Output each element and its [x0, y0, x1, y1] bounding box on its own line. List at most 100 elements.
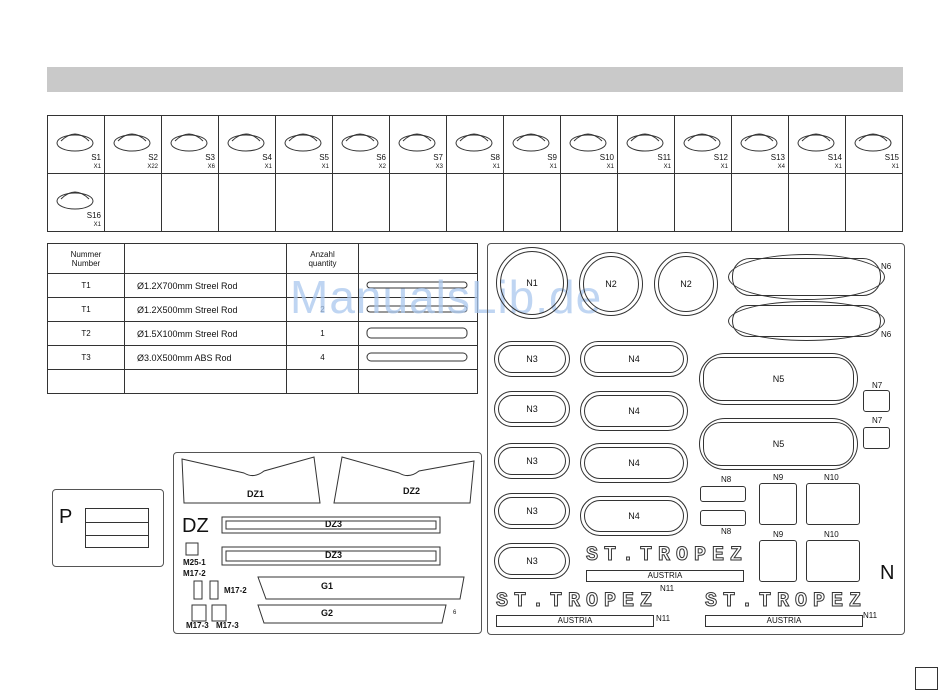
- rod-drawing: [358, 321, 478, 346]
- fitting-drawing: [512, 133, 550, 152]
- fitting-code: S12: [713, 153, 728, 162]
- fitting-code: S4: [262, 153, 272, 162]
- fitting-code: S2: [148, 153, 158, 162]
- part-n3: N3: [494, 391, 570, 427]
- part-n3: N3: [494, 543, 570, 579]
- fitting-code: S10: [599, 153, 614, 162]
- rod-row-empty: [47, 369, 478, 394]
- fitting-cell-empty: [161, 173, 219, 232]
- part-m17-3: M17-3: [186, 621, 209, 630]
- fitting-drawing: [797, 133, 835, 152]
- sheet-dz-letter: DZ: [182, 515, 209, 537]
- part-n1: N1: [496, 247, 568, 319]
- fitting-code: S14: [827, 153, 842, 162]
- brand-sticker: ST.TROPEZ: [495, 590, 659, 614]
- label-n11: N11: [660, 584, 675, 593]
- dz-parts-drawing: [181, 456, 475, 624]
- fitting-cell-empty: [332, 173, 390, 232]
- fitting-code: S1: [91, 153, 101, 162]
- part-dz1: DZ1: [247, 489, 265, 499]
- brand-sticker: ST.TROPEZ: [704, 590, 868, 614]
- part-m17-2: M17-2: [224, 586, 247, 595]
- fitting-drawing: [56, 191, 94, 210]
- part-m17-3: M17-3: [216, 621, 239, 630]
- part-n5: N5: [699, 353, 858, 405]
- fitting-cell-empty: [617, 173, 675, 232]
- fitting-cell-empty: [446, 173, 504, 232]
- fitting-drawing: [341, 133, 379, 152]
- fitting-qty: X1: [663, 164, 671, 170]
- brand-sticker: ST.TROPEZ: [585, 544, 749, 568]
- fitting-code: S8: [490, 153, 500, 162]
- fitting-qty: X1: [264, 164, 272, 170]
- label-n10: N10: [824, 473, 839, 482]
- part-n3: N3: [494, 341, 570, 377]
- fitting-code: S5: [319, 153, 329, 162]
- fitting-code: S9: [547, 153, 557, 162]
- part-n6: [728, 301, 885, 341]
- country-sticker: AUSTRIA: [586, 570, 744, 582]
- fitting-qty: X1: [834, 164, 842, 170]
- fitting-drawing: [626, 133, 664, 152]
- fitting-qty: X1: [606, 164, 614, 170]
- fitting-code: S3: [205, 153, 215, 162]
- label-n6: N6: [881, 262, 892, 271]
- fitting-drawing: [170, 133, 208, 152]
- fitting-drawing: [398, 133, 436, 152]
- rod-drawing: [358, 297, 478, 322]
- fitting-drawing: [284, 133, 322, 152]
- fitting-qty: X1: [93, 222, 101, 228]
- page-number-box: [915, 667, 938, 690]
- part-dz3: DZ3: [325, 519, 343, 529]
- fitting-drawing: [56, 133, 94, 152]
- rod-row: T2 Ø1.5X100mm Streel Rod 1: [47, 321, 478, 346]
- fitting-drawing: [854, 133, 892, 152]
- section-header-bar: [47, 67, 903, 92]
- part-n4: N4: [580, 341, 688, 377]
- part-m25-1: M25-1: [183, 558, 206, 567]
- part-n3: N3: [494, 443, 570, 479]
- sheet-n: N1 N2 N2 N6 N6 N3 N4 N3 N4 N3 N4 N3 N4 N…: [487, 243, 905, 635]
- label-n11: N11: [656, 614, 671, 623]
- part-n9: [759, 540, 797, 582]
- fitting-code: S6: [376, 153, 386, 162]
- label-n9: N9: [773, 473, 784, 482]
- label-n6: N6: [881, 330, 892, 339]
- part-n4: N4: [580, 496, 688, 536]
- country-sticker: AUSTRIA: [496, 615, 654, 627]
- part-dz3: DZ3: [325, 550, 343, 560]
- part-n3: N3: [494, 493, 570, 529]
- part-n7: [863, 427, 890, 449]
- part-n7: [863, 390, 890, 412]
- label-n8: N8: [721, 475, 732, 484]
- fitting-cell-empty: [218, 173, 276, 232]
- label-n8: N8: [721, 527, 732, 536]
- rod-row: T1 Ø1.2X500mm Streel Rod 2: [47, 297, 478, 322]
- fitting-cell-empty: [845, 173, 903, 232]
- fitting-cell-empty: [674, 173, 732, 232]
- label-n9: N9: [773, 530, 784, 539]
- fitting-drawing: [740, 133, 778, 152]
- p-part: [85, 508, 149, 548]
- rod-drawing: [358, 345, 478, 370]
- fitting-drawing: [683, 133, 721, 152]
- fitting-qty: X2: [378, 164, 386, 170]
- part-m17-2: M17-2: [183, 569, 206, 578]
- fitting-code: S7: [433, 153, 443, 162]
- part-6: 6: [453, 610, 457, 616]
- fitting-cell-empty: [104, 173, 162, 232]
